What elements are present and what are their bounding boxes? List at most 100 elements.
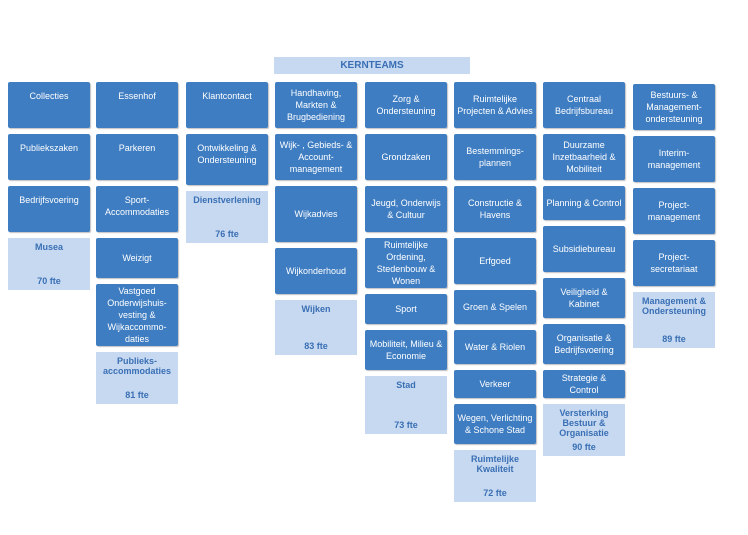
- cluster-summary: Publieks- accommodaties 81 fte: [96, 352, 178, 404]
- team-box: Planning & Control: [543, 186, 625, 220]
- team-box: Interim- management: [633, 136, 715, 182]
- team-label: Wegen, Verlichting & Schone Stad: [457, 413, 533, 435]
- team-label: Sport- Accommodaties: [104, 195, 170, 217]
- team-box: Organisatie & Bedrijfsvoering: [543, 324, 625, 364]
- team-label: Essenhof: [118, 91, 156, 101]
- team-label: Parkeren: [118, 143, 156, 153]
- cluster-fte: 89 fte: [662, 334, 686, 344]
- team-label: Strategie & Control: [561, 373, 607, 395]
- team-box: Groen & Spelen: [454, 290, 536, 324]
- team-label: Zorg & Ondersteuning: [376, 94, 436, 116]
- cluster-name: Management & Ondersteuning: [641, 296, 706, 316]
- kernteams-header: KERNTEAMS: [274, 57, 470, 74]
- team-box: Sport: [365, 294, 447, 324]
- team-box: Bestuurs- & Management- ondersteuning: [633, 84, 715, 130]
- team-label: Sport: [395, 304, 417, 314]
- team-box: Weizigt: [96, 238, 178, 278]
- team-box: Ruimtelijke Projecten & Advies: [454, 82, 536, 128]
- team-box: Publiekszaken: [8, 134, 90, 180]
- cluster-name: Versterking Bestuur & Organisatie: [559, 408, 609, 438]
- team-box: Ontwikkeling & Ondersteuning: [186, 134, 268, 185]
- team-label: Centraal Bedrijfsbureau: [554, 94, 614, 116]
- team-box: Centraal Bedrijfsbureau: [543, 82, 625, 128]
- team-label: Planning & Control: [546, 198, 622, 208]
- team-box: Verkeer: [454, 370, 536, 398]
- team-label: Bestuurs- & Management- ondersteuning: [645, 90, 703, 124]
- cluster-name: Dienstverlening: [193, 195, 261, 205]
- team-label: Duurzame Inzetbaarheid & Mobiliteit: [552, 140, 616, 174]
- team-box: Essenhof: [96, 82, 178, 128]
- team-label: Veiligheid & Kabinet: [560, 287, 608, 309]
- team-box: Mobiliteit, Milieu & Economie: [365, 330, 447, 370]
- team-label: Wijkonderhoud: [285, 266, 347, 276]
- team-label: Publiekszaken: [19, 143, 79, 153]
- team-box: Wijkadvies: [275, 186, 357, 242]
- team-label: Weizigt: [122, 253, 152, 263]
- team-label: Ruimtelijke Projecten & Advies: [457, 94, 533, 116]
- team-box: Erfgoed: [454, 238, 536, 284]
- team-box: Strategie & Control: [543, 370, 625, 398]
- team-label: Project- management: [647, 200, 701, 222]
- cluster-name: Ruimtelijke Kwaliteit: [470, 454, 519, 474]
- team-label: Water & Riolen: [464, 342, 526, 352]
- team-box: Bestemmings- plannen: [454, 134, 536, 180]
- team-label: Groen & Spelen: [462, 302, 528, 312]
- team-label: Ruimtelijke Ordening, Stedenbouw & Wonen: [376, 240, 436, 286]
- team-label: Interim- management: [647, 148, 701, 170]
- team-label: Constructie & Havens: [467, 198, 523, 220]
- cluster-summary: Musea 70 fte: [8, 238, 90, 290]
- cluster-fte: 81 fte: [125, 390, 149, 400]
- cluster-name: Stad: [396, 380, 416, 390]
- cluster-fte: 73 fte: [394, 420, 418, 430]
- cluster-fte: 70 fte: [37, 276, 61, 286]
- cluster-fte: 90 fte: [572, 442, 596, 452]
- team-label: Mobiliteit, Milieu & Economie: [369, 339, 443, 361]
- cluster-name: Publieks- accommodaties: [102, 356, 172, 376]
- team-label: Verkeer: [479, 379, 511, 389]
- cluster-fte: 76 fte: [215, 229, 239, 239]
- team-label: Subsidiebureau: [552, 244, 616, 254]
- team-label: Collecties: [29, 91, 69, 101]
- cluster-summary: Versterking Bestuur & Organisatie 90 fte: [543, 404, 625, 456]
- team-box: Water & Riolen: [454, 330, 536, 364]
- team-label: Jeugd, Onderwijs & Cultuur: [371, 198, 441, 220]
- team-box: Parkeren: [96, 134, 178, 180]
- team-label: Wijkadvies: [294, 209, 338, 219]
- team-box: Zorg & Ondersteuning: [365, 82, 447, 128]
- team-box: Handhaving, Markten & Brugbediening: [275, 82, 357, 128]
- team-box: Wijkonderhoud: [275, 248, 357, 294]
- team-box: Veiligheid & Kabinet: [543, 278, 625, 318]
- team-label: Erfgoed: [479, 256, 511, 266]
- cluster-name: Wijken: [301, 304, 331, 314]
- team-box: Collecties: [8, 82, 90, 128]
- team-label: Organisatie & Bedrijfsvoering: [554, 333, 614, 355]
- team-box: Project- secretariaat: [633, 240, 715, 286]
- team-box: Project- management: [633, 188, 715, 234]
- cluster-fte: 83 fte: [304, 341, 328, 351]
- team-box: Constructie & Havens: [454, 186, 536, 232]
- team-label: Vastgoed Onderwijshuis- vesting & Wijkac…: [107, 286, 167, 344]
- cluster-name: Musea: [34, 242, 63, 252]
- team-box: Ruimtelijke Ordening, Stedenbouw & Wonen: [365, 238, 447, 288]
- team-box: Wijk- , Gebieds- & Account- management: [275, 134, 357, 180]
- cluster-summary: Ruimtelijke Kwaliteit 72 fte: [454, 450, 536, 502]
- team-box: Grondzaken: [365, 134, 447, 180]
- cluster-fte: 72 fte: [483, 488, 507, 498]
- team-box: Klantcontact: [186, 82, 268, 128]
- team-box: Bedrijfsvoering: [8, 186, 90, 232]
- team-label: Grondzaken: [381, 152, 431, 162]
- team-label: Wijk- , Gebieds- & Account- management: [279, 140, 353, 174]
- team-box: Sport- Accommodaties: [96, 186, 178, 232]
- team-label: Bedrijfsvoering: [19, 195, 79, 205]
- team-label: Handhaving, Markten & Brugbediening: [286, 88, 346, 122]
- team-label: Klantcontact: [202, 91, 252, 101]
- team-label: Ontwikkeling & Ondersteuning: [197, 143, 257, 165]
- team-label: Bestemmings- plannen: [466, 146, 524, 168]
